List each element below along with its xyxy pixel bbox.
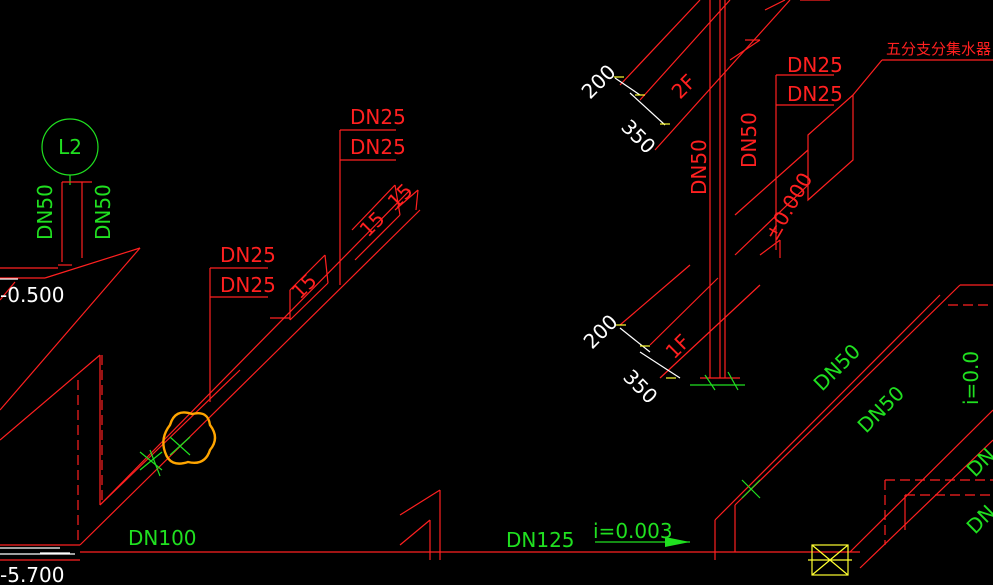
- pipe-size-label: DN25: [220, 273, 276, 297]
- pipe-size-label: DN50: [33, 184, 57, 240]
- labels: L2 DN50 DN50 -0.500 DN25 DN25 DN25 DN25 …: [0, 40, 993, 585]
- elevation-label: ±0.000: [760, 168, 818, 244]
- slope-label: i=0.003: [593, 519, 673, 543]
- pipe-size-label: DN25: [787, 53, 843, 77]
- dimension-label: 350: [618, 365, 662, 409]
- dimension-label: 200: [579, 310, 623, 354]
- branch-size-label: 15: [383, 179, 418, 214]
- slope-arrow-head: [665, 537, 690, 547]
- pipe-size-label: DN25: [787, 82, 843, 106]
- pipe-size-label: DN50: [91, 184, 115, 240]
- floor-label: 1F: [661, 329, 695, 363]
- pipe-size-label: DN: [962, 443, 993, 481]
- pipe-size-label: DN25: [350, 105, 406, 129]
- floor-label: 2F: [667, 69, 701, 103]
- pipe-size-label: DN125: [506, 528, 575, 552]
- revision-cloud-highlight: [162, 411, 217, 465]
- left-pipe-network: [0, 118, 441, 560]
- pipe-size-label: DN50: [853, 381, 909, 437]
- valve-symbol: [139, 436, 191, 477]
- elevation-label: -5.700: [0, 563, 64, 585]
- manifold-label: 五分支分集水器: [886, 40, 991, 58]
- pipe-size-label: DN50: [809, 339, 865, 395]
- pipe-size-label: DN25: [220, 243, 276, 267]
- dimension-label: 350: [616, 115, 660, 159]
- manifold-box: [807, 93, 854, 202]
- central-riser-area: [614, 0, 993, 391]
- pipe-size-label: DN25: [350, 135, 406, 159]
- pipe-size-label: DN50: [687, 139, 711, 195]
- slope-label: i=0.0: [959, 351, 983, 405]
- riser-tag-label: L2: [58, 135, 82, 159]
- pipe-size-label: DN100: [128, 526, 197, 550]
- branch-size-label: 15: [355, 207, 390, 242]
- pipe-size-label: DN: [962, 500, 993, 538]
- branch-size-label: 15: [287, 269, 322, 304]
- pipe-size-label: DN50: [737, 112, 761, 168]
- dimension-label: 200: [577, 60, 621, 104]
- bottom-main-pipe: [0, 284, 993, 576]
- elevation-label: -0.500: [0, 283, 64, 307]
